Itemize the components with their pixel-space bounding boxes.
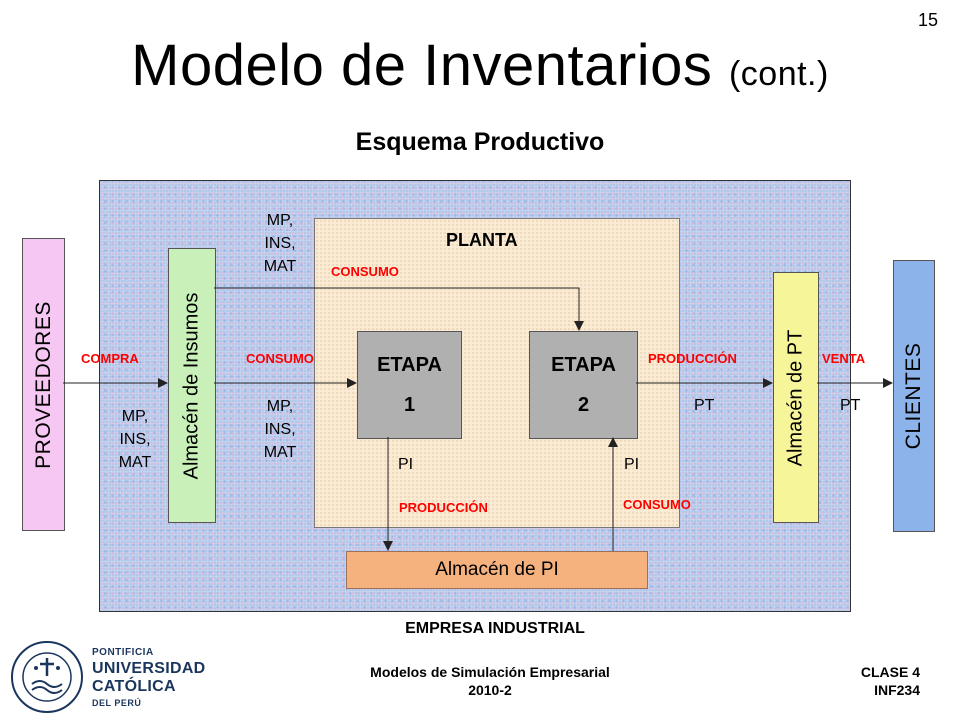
- material-line: MP,: [266, 212, 294, 229]
- flow-label-venta: VENTA: [822, 351, 866, 366]
- flow-label-compra: COMPRA: [81, 351, 139, 366]
- almacen-pi-label: Almacén de PI: [435, 559, 559, 580]
- slide-title: Modelo de Inventarios (cont.): [0, 30, 960, 110]
- university-seal-logo: [11, 641, 83, 713]
- pi-label-left: PI: [398, 456, 414, 473]
- empresa-industrial-label: EMPRESA INDUSTRIAL: [405, 620, 585, 637]
- planta-label: PLANTA: [446, 230, 518, 250]
- flow-label-consumo-top: CONSUMO: [331, 264, 399, 279]
- almacen-insumos-box: Almacén de Insumos: [168, 248, 216, 523]
- footer-course: Modelos de Simulación Empresarial 2010-2: [330, 663, 650, 699]
- university-name-line: PONTIFICIA: [92, 647, 154, 658]
- material-line: INS,: [264, 235, 296, 252]
- flow-label-consumo-left: CONSUMO: [246, 351, 314, 366]
- flow-label-produccion-bottom: PRODUCCIÓN: [399, 500, 488, 515]
- pi-label-right: PI: [624, 456, 640, 473]
- materials-planta-top: MP, INS, MAT: [255, 209, 305, 278]
- etapa-2-number: 2: [577, 394, 590, 416]
- almacen-pt-box: Almacén de PT: [773, 272, 819, 523]
- etapa-1-number: 1: [403, 394, 416, 416]
- material-line: INS,: [264, 421, 296, 438]
- flow-label-consumo-bottom: CONSUMO: [623, 497, 691, 512]
- university-name-line: UNIVERSIDAD: [92, 660, 206, 677]
- slide-title-main: Modelo de Inventarios: [131, 33, 713, 98]
- materials-proveedores: MP, INS, MAT: [110, 405, 160, 474]
- connector-insumos-etapa2: [214, 287, 584, 331]
- university-name-line: CATÓLICA: [92, 678, 176, 695]
- etapa-1-title: ETAPA: [377, 354, 442, 376]
- etapa-2-box: ETAPA 2: [529, 331, 638, 439]
- material-line: MAT: [263, 444, 297, 461]
- footer-course-name: Modelos de Simulación Empresarial: [370, 664, 610, 680]
- footer-class-code: INF234: [874, 682, 920, 698]
- material-line: MAT: [118, 454, 152, 471]
- material-line: MP,: [266, 398, 294, 415]
- diagram-subtitle: Esquema Productivo: [355, 128, 605, 156]
- almacen-pi-box: Almacén de PI: [346, 551, 648, 589]
- slide-title-suffix: (cont.): [728, 55, 829, 93]
- clientes-box: CLIENTES: [893, 260, 935, 532]
- etapa-2-title: ETAPA: [551, 354, 616, 376]
- etapa-1-box: ETAPA 1: [357, 331, 462, 439]
- footer-class-number: CLASE 4: [860, 664, 920, 680]
- pt-label-left: PT: [694, 397, 715, 414]
- university-name-line: DEL PERÚ: [92, 698, 142, 708]
- material-line: MP,: [121, 408, 149, 425]
- flow-label-produccion-right: PRODUCCIÓN: [648, 351, 737, 366]
- materials-planta-mid: MP, INS, MAT: [255, 395, 305, 464]
- pt-label-right: PT: [840, 397, 861, 414]
- material-line: MAT: [263, 258, 297, 275]
- material-line: INS,: [119, 431, 151, 448]
- page-number: 15: [917, 10, 938, 30]
- footer-course-term: 2010-2: [468, 682, 512, 698]
- footer-class: CLASE 4 INF234: [861, 663, 920, 699]
- university-name: PONTIFICIA UNIVERSIDAD CATÓLICA DEL PERÚ: [92, 646, 206, 710]
- proveedores-box: PROVEEDORES: [22, 238, 65, 531]
